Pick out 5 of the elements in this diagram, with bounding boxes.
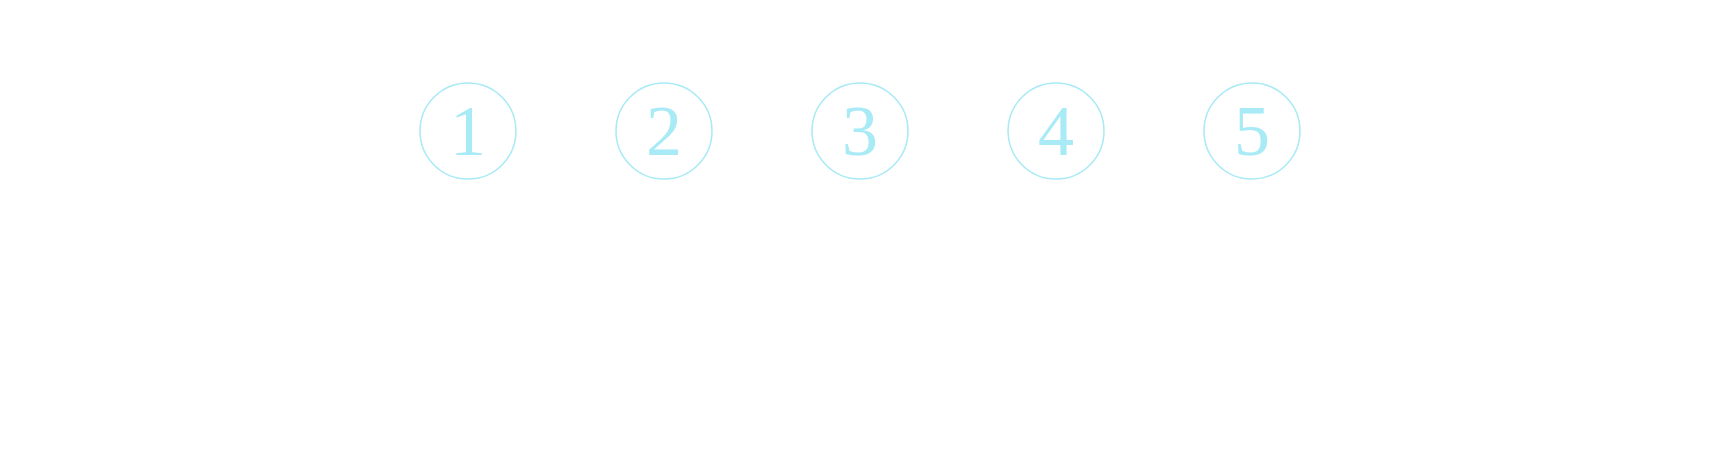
node-circle: 4 [1007, 82, 1105, 180]
node-circle: 2 [615, 82, 713, 180]
node-circle: 3 [811, 82, 909, 180]
node-circle: 1 [419, 82, 517, 180]
node-circle: 5 [1203, 82, 1301, 180]
